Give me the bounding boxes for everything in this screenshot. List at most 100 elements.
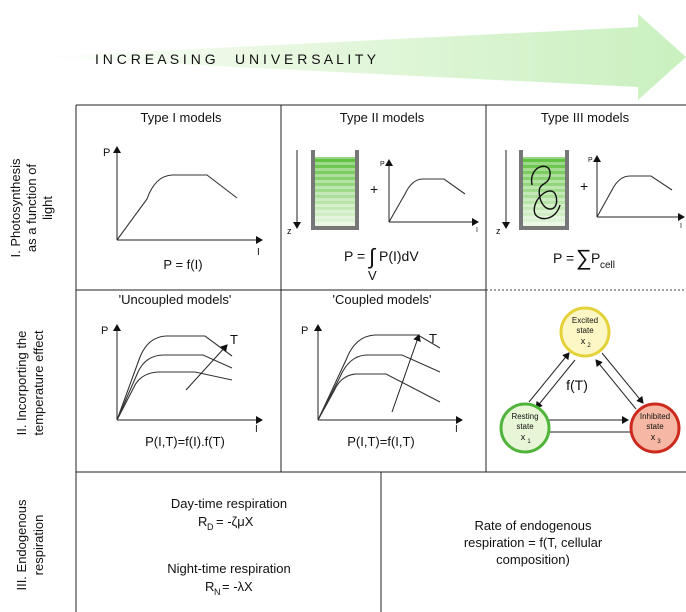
uncoupled-x-label: I xyxy=(255,424,258,435)
inhibited-label-1: Inhibited xyxy=(640,412,670,421)
type1-cell: Type I models P I P = f(I) xyxy=(103,110,263,272)
excited-to-resting-arrow xyxy=(535,359,576,409)
inhibited-var: x xyxy=(651,432,656,442)
excited-label-1: Excited xyxy=(572,316,598,325)
inhibited-label-2: state xyxy=(646,422,664,431)
banner-arrow xyxy=(35,14,686,100)
night-respiration-sub: N xyxy=(214,587,221,597)
uncoupled-t-label: T xyxy=(230,332,238,347)
resting-label-1: Resting xyxy=(511,412,538,421)
resting-state-node: Resting state x 1 xyxy=(499,402,551,454)
banner-text: I N C R E A S I N G U N I V E R S A L I … xyxy=(95,51,377,67)
row-label-1: I. Photosynthesis as a function of light xyxy=(8,158,55,257)
three-state-cell: f(T) Excited state x 2 Resting state x 1… xyxy=(499,306,681,454)
type3-cell: Type III models z + P I P = ∑ P cell xyxy=(496,110,685,271)
type3-y-label: P xyxy=(588,157,593,164)
type2-plus: + xyxy=(370,181,378,197)
type3-pi-curve xyxy=(596,175,673,218)
resting-to-excited-arrow xyxy=(528,352,570,403)
row-label-2: II. Incorporting the temperature effect xyxy=(14,330,46,436)
uncoupled-curve-high xyxy=(116,335,233,421)
excited-state-circle xyxy=(559,306,611,358)
day-respiration-sub: D xyxy=(207,522,214,532)
type3-z-label: z xyxy=(496,226,501,236)
uncoupled-temperature-arrow xyxy=(185,344,228,391)
rate-line-2: respiration = f(T, cellular xyxy=(464,535,603,550)
type2-eq-prefix: P = xyxy=(344,248,365,264)
inhibited-to-excited-arrow xyxy=(595,359,637,410)
respiration-left-cell: Day-time respiration R D = -ζμX Night-ti… xyxy=(167,496,291,597)
type1-y-label: P xyxy=(103,147,110,159)
resting-state-circle xyxy=(499,402,551,454)
uncoupled-cell: 'Uncoupled models' P I T P(I,T)=f(I).f(T… xyxy=(101,292,263,449)
excited-label-2: state xyxy=(576,326,594,335)
resting-var: x xyxy=(521,432,526,442)
uncoupled-title: 'Uncoupled models' xyxy=(119,292,232,307)
night-respiration-var: R xyxy=(205,579,214,594)
type2-eq-sub: V xyxy=(368,268,377,283)
row3-label-line1: III. Endogenous xyxy=(14,499,29,591)
coupled-curve-low xyxy=(317,373,441,421)
type1-title: Type I models xyxy=(141,110,222,125)
day-respiration-eq: = -ζμX xyxy=(216,514,254,529)
type3-title: Type III models xyxy=(541,110,630,125)
excited-var: x xyxy=(581,336,586,346)
night-respiration-eq: = -λX xyxy=(222,579,253,594)
row3-label-line2: respiration xyxy=(31,515,46,576)
row1-label-line2: as a function of xyxy=(24,164,39,253)
type3-sigma-sign: ∑ xyxy=(576,245,592,270)
state-transition-function: f(T) xyxy=(566,377,588,393)
rate-line-3: composition) xyxy=(496,552,570,567)
coupled-title: 'Coupled models' xyxy=(333,292,432,307)
type1-equation: P = f(I) xyxy=(163,257,202,272)
type3-eq-sub: cell xyxy=(600,260,615,271)
inhibited-sub: 3 xyxy=(657,439,661,445)
type3-eq-prefix: P = xyxy=(553,250,574,266)
day-respiration-title: Day-time respiration xyxy=(171,496,287,511)
coupled-equation: P(I,T)=f(I,T) xyxy=(347,434,415,449)
type2-container xyxy=(311,150,359,230)
excited-to-inhibited-arrow xyxy=(601,352,644,404)
type2-x-label: I xyxy=(476,227,478,234)
uncoupled-equation: P(I,T)=f(I).f(T) xyxy=(145,434,225,449)
type2-title: Type II models xyxy=(340,110,425,125)
uncoupled-curve-mid xyxy=(116,354,233,421)
excited-sub: 2 xyxy=(587,343,591,349)
coupled-y-label: P xyxy=(301,325,308,337)
table-grid xyxy=(75,104,686,612)
resting-sub: 1 xyxy=(527,439,531,445)
type1-x-label: I xyxy=(257,247,260,258)
uncoupled-y-label: P xyxy=(101,325,108,337)
coupled-x-label: I xyxy=(455,424,458,435)
type2-integral-sign: ∫ xyxy=(367,244,377,269)
excited-state-node: Excited state x 2 xyxy=(559,306,611,358)
rate-line-1: Rate of endogenous xyxy=(474,518,592,533)
inhibited-state-circle xyxy=(629,402,681,454)
type2-z-label: z xyxy=(287,226,292,236)
universality-banner: I N C R E A S I N G U N I V E R S A L I … xyxy=(35,14,686,100)
cell-trajectory xyxy=(531,165,561,220)
day-respiration-var: R xyxy=(198,514,207,529)
type1-pi-curve xyxy=(116,174,238,241)
type3-x-label: I xyxy=(680,223,682,230)
respiration-right-cell: Rate of endogenous respiration = f(T, ce… xyxy=(464,518,603,567)
row2-label-line1: II. Incorporting the xyxy=(14,331,29,436)
type3-container xyxy=(519,150,569,230)
row2-label-line2: temperature effect xyxy=(31,330,46,436)
type2-pi-curve xyxy=(388,178,466,223)
resting-label-2: state xyxy=(516,422,534,431)
coupled-t-label: T xyxy=(429,331,437,346)
coupled-curve-high xyxy=(317,334,441,421)
row1-label-line3: light xyxy=(40,196,55,220)
inhibited-state-node: Inhibited state x 3 xyxy=(629,402,681,454)
night-respiration-title: Night-time respiration xyxy=(167,561,291,576)
coupled-curve-mid xyxy=(317,354,441,421)
type3-plus: + xyxy=(580,178,588,194)
type2-eq-body: P(I)dV xyxy=(379,248,419,264)
row1-label-line1: I. Photosynthesis xyxy=(8,158,23,257)
coupled-temperature-arrow xyxy=(391,334,421,413)
row-label-3: III. Endogenous respiration xyxy=(14,499,46,591)
type3-eq-body: P xyxy=(591,250,600,266)
uncoupled-curve-low xyxy=(116,371,233,421)
